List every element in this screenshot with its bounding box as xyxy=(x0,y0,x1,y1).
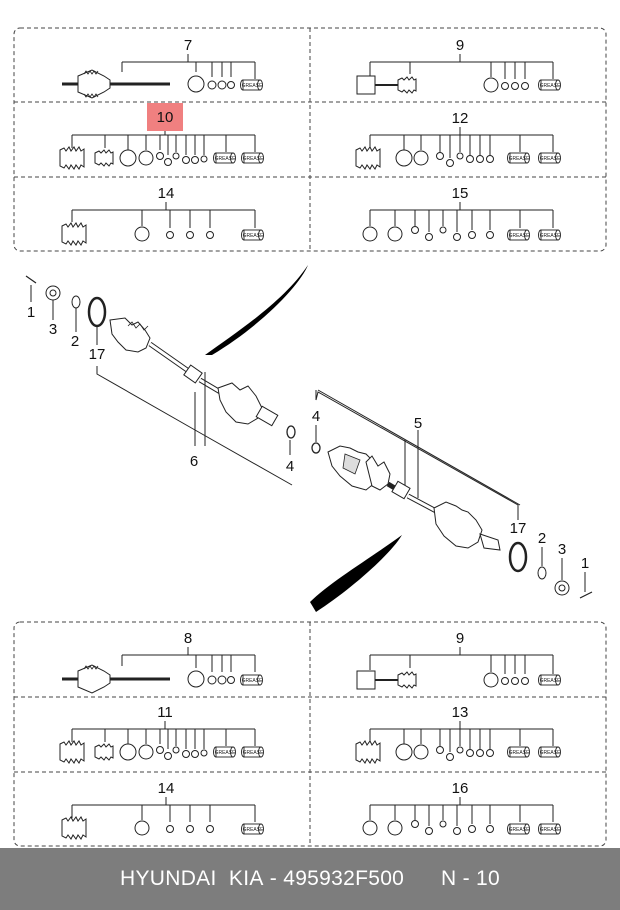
kit-cell-7[interactable]: 7 GREASE xyxy=(62,37,264,99)
kit-cell-13[interactable]: 13 GREASE GREASE xyxy=(355,704,562,764)
callout-right-1: 1 xyxy=(581,555,589,572)
svg-text:GREASE: GREASE xyxy=(243,827,265,833)
callout-right-2: 2 xyxy=(538,530,546,547)
kit-label-9-bottom: 9 xyxy=(456,630,464,647)
shaft-icon xyxy=(62,664,170,694)
shaft-icon xyxy=(62,69,170,99)
separator-swoosh-bottom xyxy=(310,535,402,612)
svg-text:GREASE: GREASE xyxy=(509,750,531,756)
footer-part-number: 495932F500 xyxy=(283,867,405,890)
footer-brand: HYUNDAI KIA xyxy=(120,867,264,890)
highlight-box xyxy=(147,103,183,131)
svg-text:GREASE: GREASE xyxy=(540,156,562,162)
kit-label-11: 11 xyxy=(157,704,173,721)
svg-text:GREASE: GREASE xyxy=(243,233,265,239)
kit-label-9: 9 xyxy=(456,37,464,54)
bottom-panel: 8 GREASE 9 xyxy=(13,621,607,847)
svg-text:GREASE: GREASE xyxy=(540,233,562,239)
kit-cell-11[interactable]: 11 GREASE GREASE xyxy=(59,704,265,764)
kit-label-16: 16 xyxy=(452,780,469,797)
svg-text:GREASE: GREASE xyxy=(540,827,562,833)
kit-label-8: 8 xyxy=(184,630,192,647)
kit-label-14-bottom: 14 xyxy=(158,780,175,797)
svg-text:GREASE: GREASE xyxy=(215,750,237,756)
kit-cell-14-bottom[interactable]: 14 GREASE xyxy=(61,780,265,840)
kit-cell-9[interactable]: 9 GREASE xyxy=(356,37,562,95)
svg-text:GREASE: GREASE xyxy=(509,233,531,239)
svg-text:GREASE: GREASE xyxy=(540,750,562,756)
exploded-view: 1 3 2 17 xyxy=(25,265,593,612)
kit-cell-16[interactable]: 16 GREASE GREASE xyxy=(362,780,562,836)
svg-text:GREASE: GREASE xyxy=(540,678,562,684)
kit-label-13: 13 xyxy=(452,704,469,721)
footer-code: N - 10 xyxy=(440,867,500,890)
callout-left-17: 17 xyxy=(89,346,106,363)
kit-label-7: 7 xyxy=(184,37,192,54)
parts-diagram: 7 GREASE 9 xyxy=(13,27,607,847)
callout-left-2: 2 xyxy=(71,333,79,350)
kit-label-12: 12 xyxy=(452,110,469,127)
kit-cell-10[interactable]: 10 GREASE GREASE xyxy=(59,103,265,170)
kit-cell-14-top[interactable]: 14 GREASE xyxy=(61,185,265,246)
callout-left-1: 1 xyxy=(27,304,35,321)
callout-right-5: 5 xyxy=(414,415,422,432)
kit-label-15: 15 xyxy=(452,185,469,202)
kit-cell-12[interactable]: 12 GREASE GREASE xyxy=(355,110,562,170)
left-drive-shaft[interactable]: 1 3 2 17 xyxy=(25,275,296,486)
svg-text:GREASE: GREASE xyxy=(215,156,237,162)
kit-label-14-top: 14 xyxy=(158,185,175,202)
footer-separator: - xyxy=(263,867,284,890)
callout-right-3: 3 xyxy=(558,541,566,558)
kit-cell-8[interactable]: 8 GREASE xyxy=(62,630,264,694)
kit-label-10: 10 xyxy=(157,109,174,126)
top-panel: 7 GREASE 9 xyxy=(13,27,607,252)
svg-text:GREASE: GREASE xyxy=(509,827,531,833)
footer-bar: HYUNDAI KIA - 495932F500 N - 10 xyxy=(0,848,620,910)
svg-text:GREASE: GREASE xyxy=(540,83,562,89)
svg-text:GREASE: GREASE xyxy=(243,750,265,756)
callout-right-4: 4 xyxy=(312,408,320,425)
callout-left-3: 3 xyxy=(49,321,57,338)
callout-right-17: 17 xyxy=(510,520,527,537)
svg-text:GREASE: GREASE xyxy=(242,678,264,684)
svg-text:GREASE: GREASE xyxy=(509,156,531,162)
callout-left-6: 6 xyxy=(190,453,198,470)
separator-swoosh-top xyxy=(205,265,308,355)
kit-cell-15[interactable]: 15 GREASE GREASE xyxy=(362,185,562,242)
svg-text:GREASE: GREASE xyxy=(242,83,264,89)
svg-text:GREASE: GREASE xyxy=(243,156,265,162)
kit-cell-9-bottom[interactable]: 9 GREASE xyxy=(356,630,562,690)
callout-left-4: 4 xyxy=(286,458,294,475)
footer-gap xyxy=(404,867,441,891)
right-drive-shaft[interactable]: 5 4 17 2 3 xyxy=(311,389,593,599)
